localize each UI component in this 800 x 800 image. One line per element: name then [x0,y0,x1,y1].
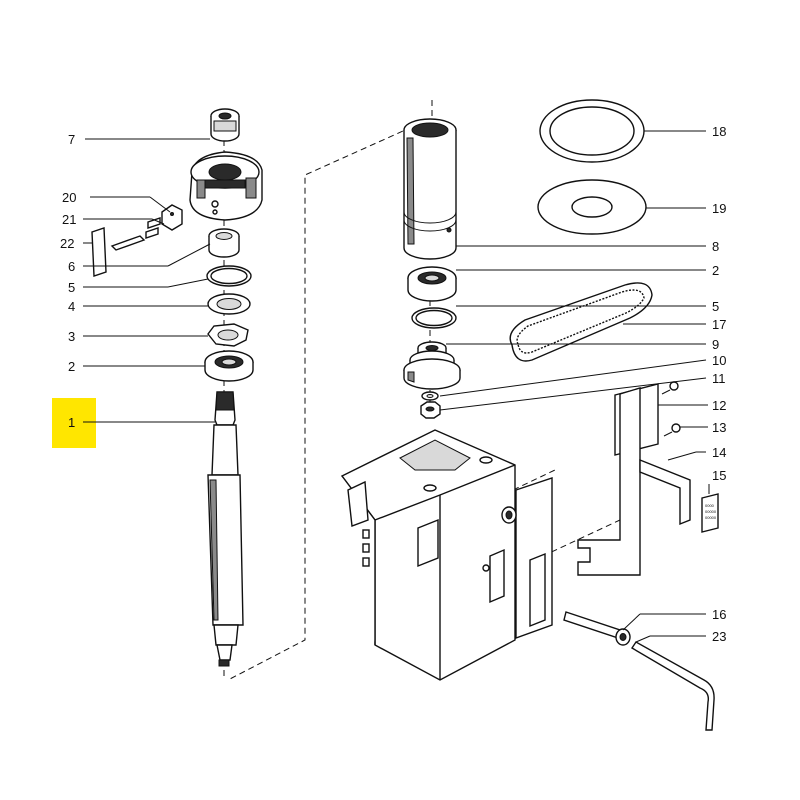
part-14-bracket [577,387,691,576]
callout-15: 15 [712,468,726,483]
svg-text:0000: 0000 [705,503,715,508]
part-4-washer [207,293,251,315]
callout-14: 14 [712,445,726,460]
part-3-lock-washer [207,323,249,347]
callout-5-right: 5 [712,299,719,314]
callout-18: 18 [712,124,726,139]
callout-8: 8 [712,239,719,254]
callout-2-right: 2 [712,263,719,278]
callout-7: 7 [68,132,75,147]
svg-text:00000: 00000 [705,515,717,520]
part-9-pulley [403,341,461,390]
part-22-key [91,227,146,277]
part-1-spindle-shaft [207,391,244,667]
part-2-bearing-left [204,350,254,382]
part-6-bushing [208,228,240,258]
part-23-hex-key [631,641,715,731]
part-7-collar [210,108,240,142]
part-16-bolt [563,611,631,646]
callout-20: 20 [62,190,76,205]
callout-21: 21 [62,212,76,227]
part-19-cover-disc [537,179,647,235]
part-2-bearing-right [407,266,457,302]
part-15-label-plate: 0000 00000 00000 [701,493,719,533]
callout-12: 12 [712,398,726,413]
pulley-housing-block [189,151,263,221]
callout-19: 19 [712,201,726,216]
callout-3: 3 [68,329,75,344]
part-10-small-washer [421,391,439,401]
callout-10: 10 [712,353,726,368]
callout-9: 9 [712,337,719,352]
callout-1: 1 [68,415,75,430]
leader-lines [83,130,710,643]
part-11-nut [420,401,441,419]
callout-5-left: 5 [68,280,75,295]
callout-6: 6 [68,259,75,274]
part-5-snap-ring-left [206,265,252,287]
callout-2-left: 2 [68,359,75,374]
svg-text:00000: 00000 [705,509,717,514]
main-housing [340,429,553,681]
part-13-screw [661,381,681,437]
part-5-snap-ring-right [411,307,457,329]
part-17-belt [509,282,653,362]
callout-22: 22 [60,236,74,251]
callout-13: 13 [712,420,726,435]
callout-4: 4 [68,299,75,314]
part-18-gasket-ring [539,99,645,163]
callout-11: 11 [712,371,726,386]
part-20-bracket [161,204,183,231]
highlight-marker [52,398,96,448]
callout-23: 23 [712,629,726,644]
callout-labels: 7 20 21 22 6 5 4 3 2 1 18 19 8 2 5 17 9 … [60,124,726,644]
callout-16: 16 [712,607,726,622]
part-21-set-screw [145,217,161,239]
part-8-quill-sleeve [403,118,457,260]
callout-17: 17 [712,317,726,332]
